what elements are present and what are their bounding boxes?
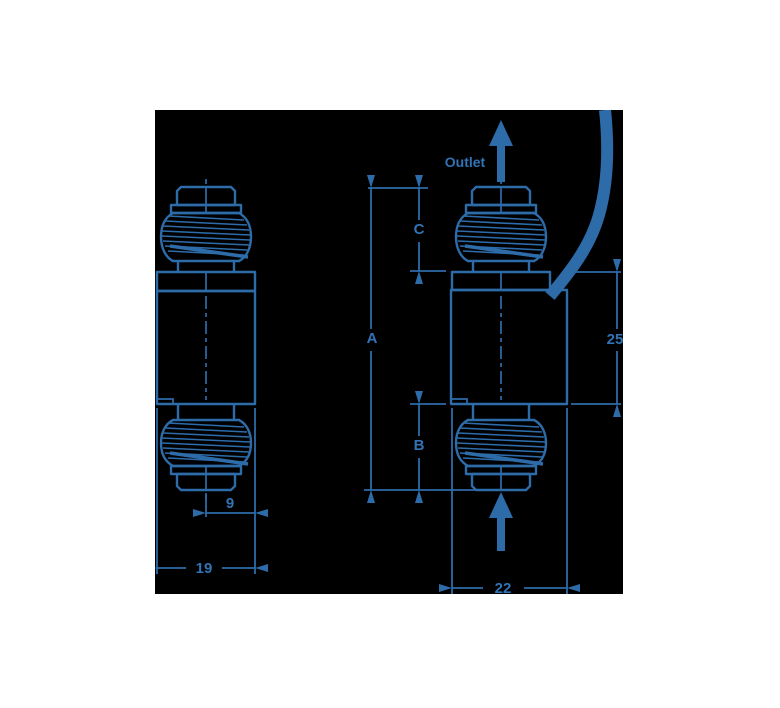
dimension-22-label: 22: [495, 580, 512, 597]
dimension-B-label: B: [414, 437, 425, 454]
top-neck: [471, 261, 531, 272]
body-step-detail: [157, 398, 174, 404]
dimension-A-label: A: [367, 330, 378, 347]
bottom-neck: [176, 404, 236, 420]
dimension-A: A: [367, 175, 378, 503]
flow-annotations: Outlet: [445, 120, 513, 551]
drawing-panel: [155, 110, 623, 594]
left-view-dimensions: 9 19: [157, 408, 255, 577]
filter-body: [155, 289, 257, 406]
dimension-25-label: 25: [607, 331, 624, 348]
filter-cable-view: [449, 110, 614, 492]
dimension-C: C: [414, 175, 425, 284]
dimension-9: 9: [193, 495, 268, 517]
bottom-threads: [454, 418, 548, 468]
dimension-22: 22: [452, 580, 567, 597]
top-threads: [159, 211, 253, 263]
dimension-19: 19: [157, 560, 255, 577]
top-threads: [454, 211, 548, 263]
filter-body: [449, 288, 569, 406]
bottom-cap: [470, 472, 532, 492]
outlet-label: Outlet: [445, 154, 486, 170]
body-step-detail: [451, 398, 468, 404]
bottom-neck: [471, 404, 531, 420]
dimension-C-label: C: [414, 221, 425, 238]
sensor-cable: [545, 110, 614, 300]
bottom-threads: [159, 418, 253, 468]
filter-front-view: [155, 179, 257, 499]
top-neck: [176, 261, 236, 272]
inlet-arrow-icon: [489, 492, 513, 551]
outlet-arrow-icon: [489, 120, 513, 182]
dimension-19-label: 19: [196, 560, 213, 577]
right-view-dimensions: A C B 25 22: [364, 175, 624, 597]
extension-lines: [364, 187, 621, 594]
dimension-B: B: [414, 391, 425, 503]
dimension-9-label: 9: [226, 495, 234, 512]
bottom-cap: [175, 472, 237, 492]
dimension-25: 25: [607, 259, 624, 417]
